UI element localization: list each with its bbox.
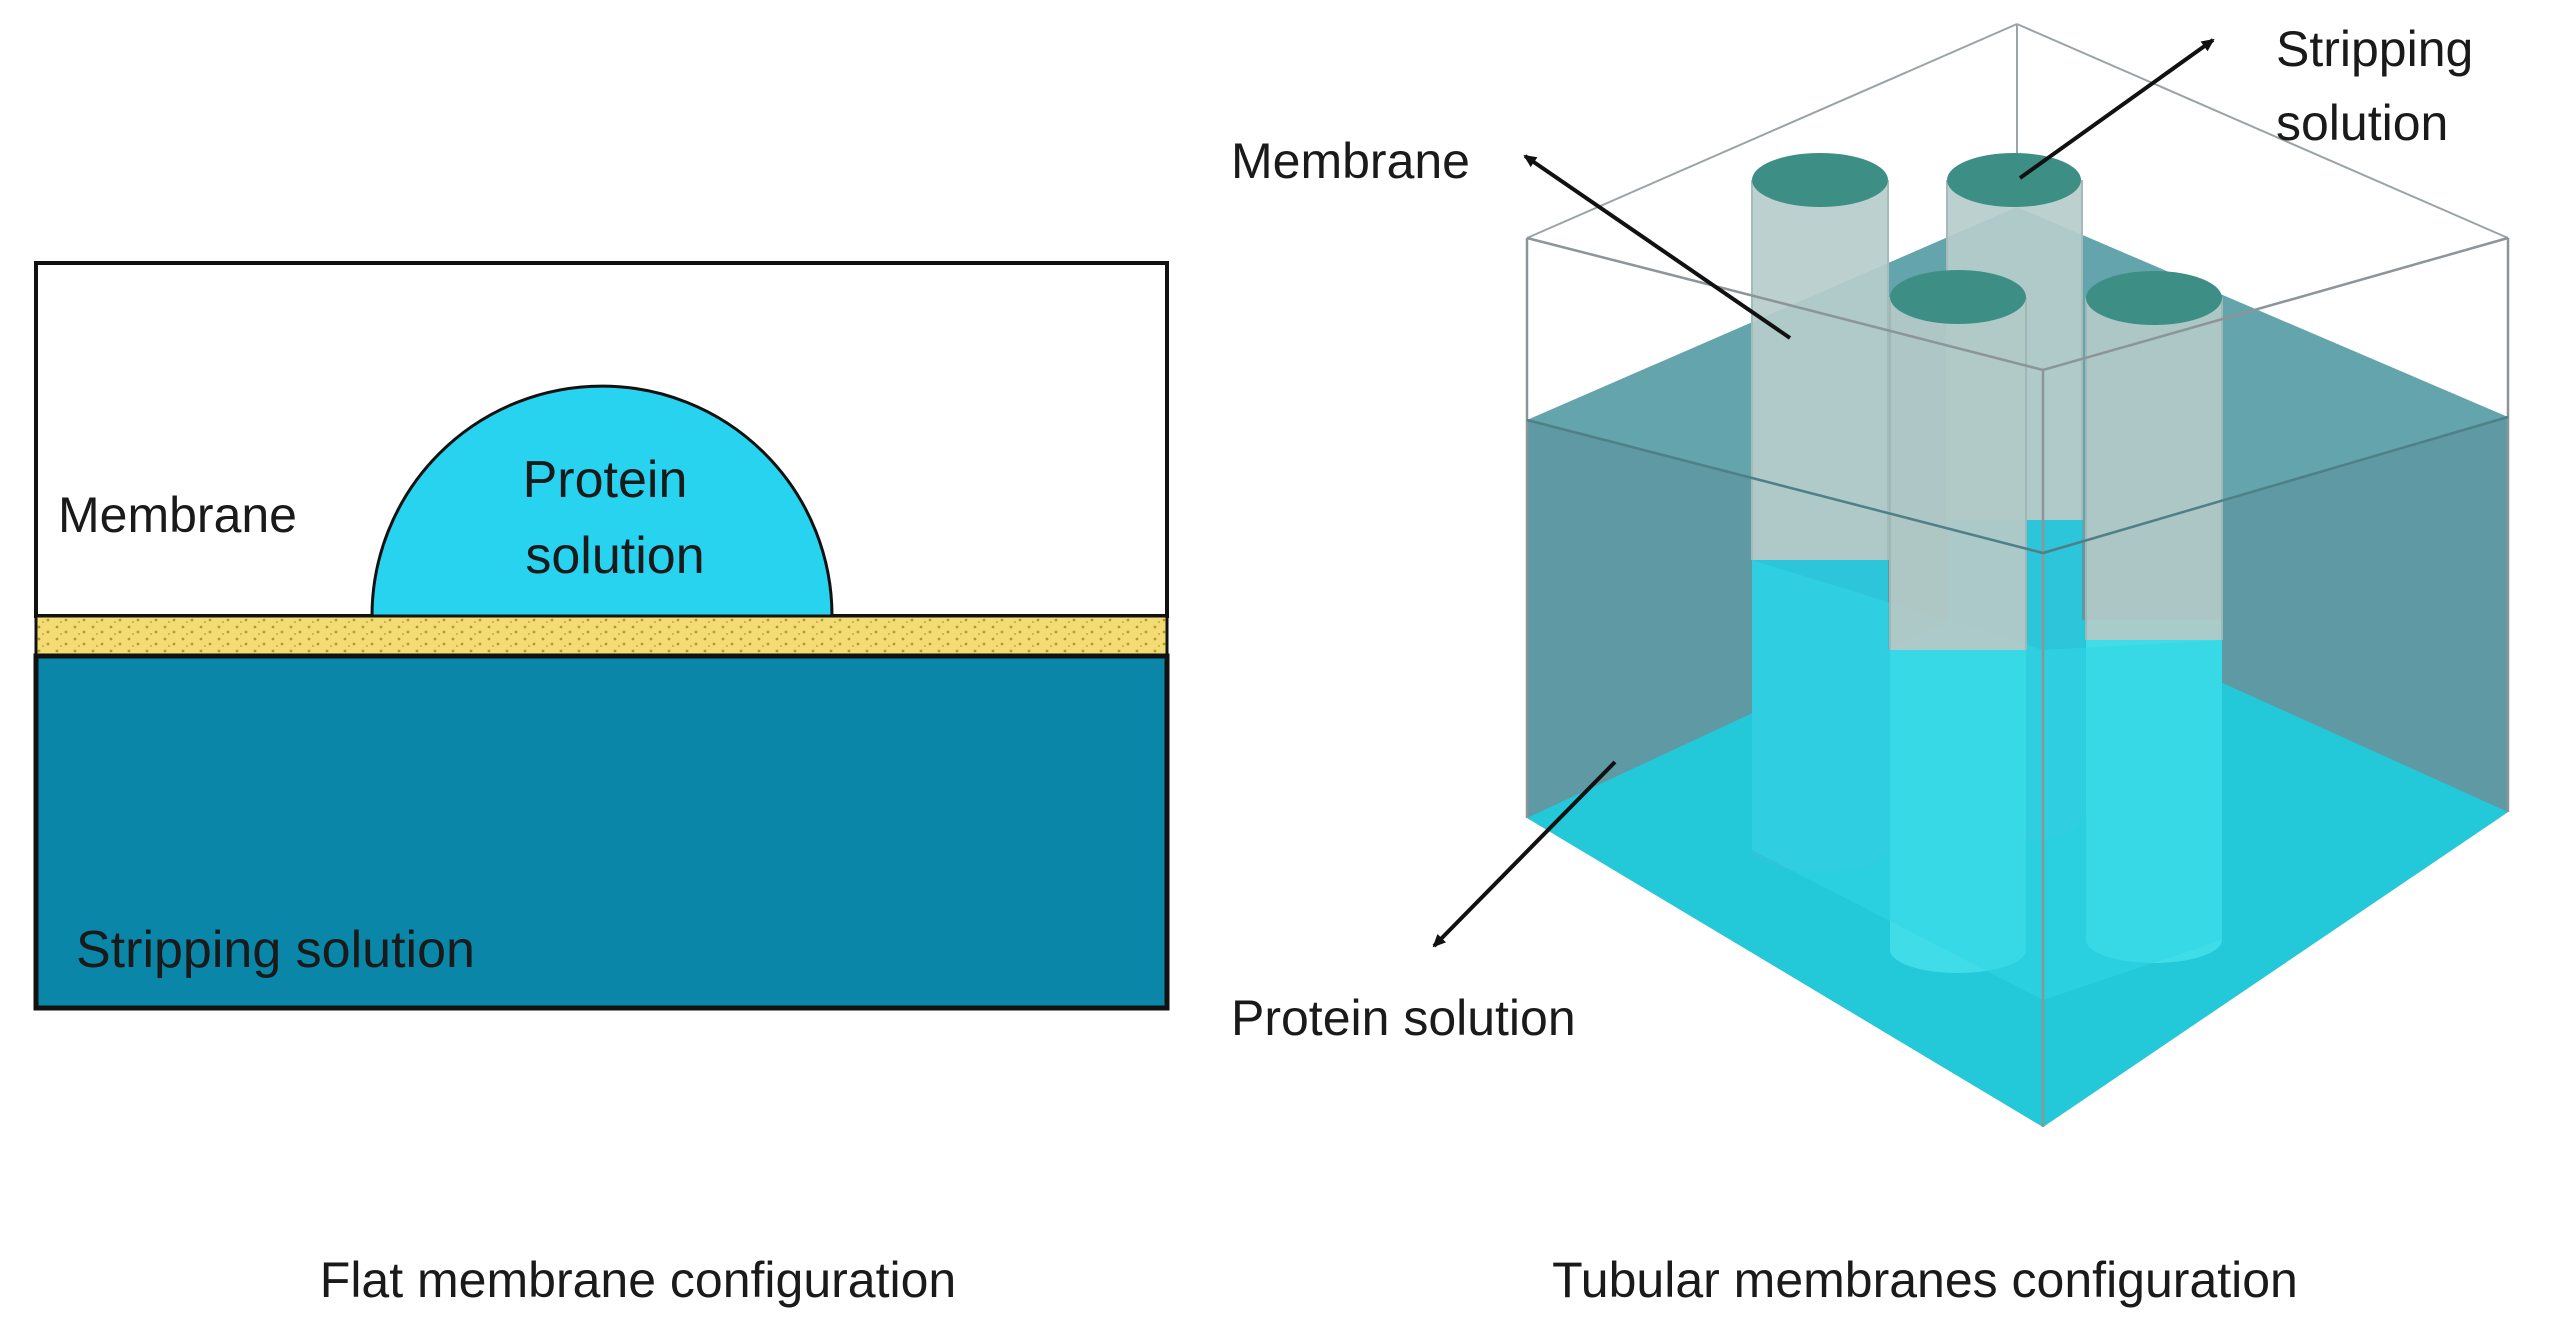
- tank-front-edges: [1525, 236, 2510, 1127]
- stripping-solution-chamber: [33, 653, 1170, 1011]
- tubular-stripping-label-line2: solution: [2276, 95, 2448, 151]
- tubular-protein-label: Protein solution: [1231, 990, 1576, 1046]
- tube-front-left-body: [1890, 297, 2026, 650]
- tube-front-right-body: [2086, 298, 2222, 640]
- flat-protein-label-line1: Protein: [523, 451, 688, 509]
- tube-back-left-body: [1752, 180, 1888, 560]
- tubular-membrane-panel: Membrane Stripping solution Protein solu…: [1231, 21, 2510, 1308]
- flat-membrane-panel: Membrane Protein solution Stripping solu…: [33, 261, 1170, 1308]
- tubular-caption: Tubular membranes configuration: [1552, 1252, 2298, 1308]
- protein-droplet: [370, 384, 834, 618]
- tubular-stripping-label-line1: Stripping: [2276, 21, 2473, 77]
- flat-caption: Flat membrane configuration: [320, 1252, 956, 1308]
- flat-stripping-label: Stripping solution: [76, 921, 475, 979]
- protein-arrow: [1432, 760, 1617, 948]
- membrane-arrow: [1523, 154, 1792, 340]
- tube-back-right-top: [1947, 153, 2081, 207]
- tube-front-left-top: [1890, 270, 2026, 324]
- flat-protein-label-line2: solution: [525, 527, 704, 585]
- tube-front-right-top: [2086, 271, 2222, 325]
- tube-back-left-top: [1752, 153, 1888, 207]
- tubular-membrane-label: Membrane: [1231, 133, 1470, 189]
- tank-protein-glow: [1752, 560, 2222, 1000]
- membrane-layer: [34, 614, 1169, 658]
- flat-membrane-label: Membrane: [58, 487, 297, 543]
- stripping-arrow: [2018, 38, 2215, 180]
